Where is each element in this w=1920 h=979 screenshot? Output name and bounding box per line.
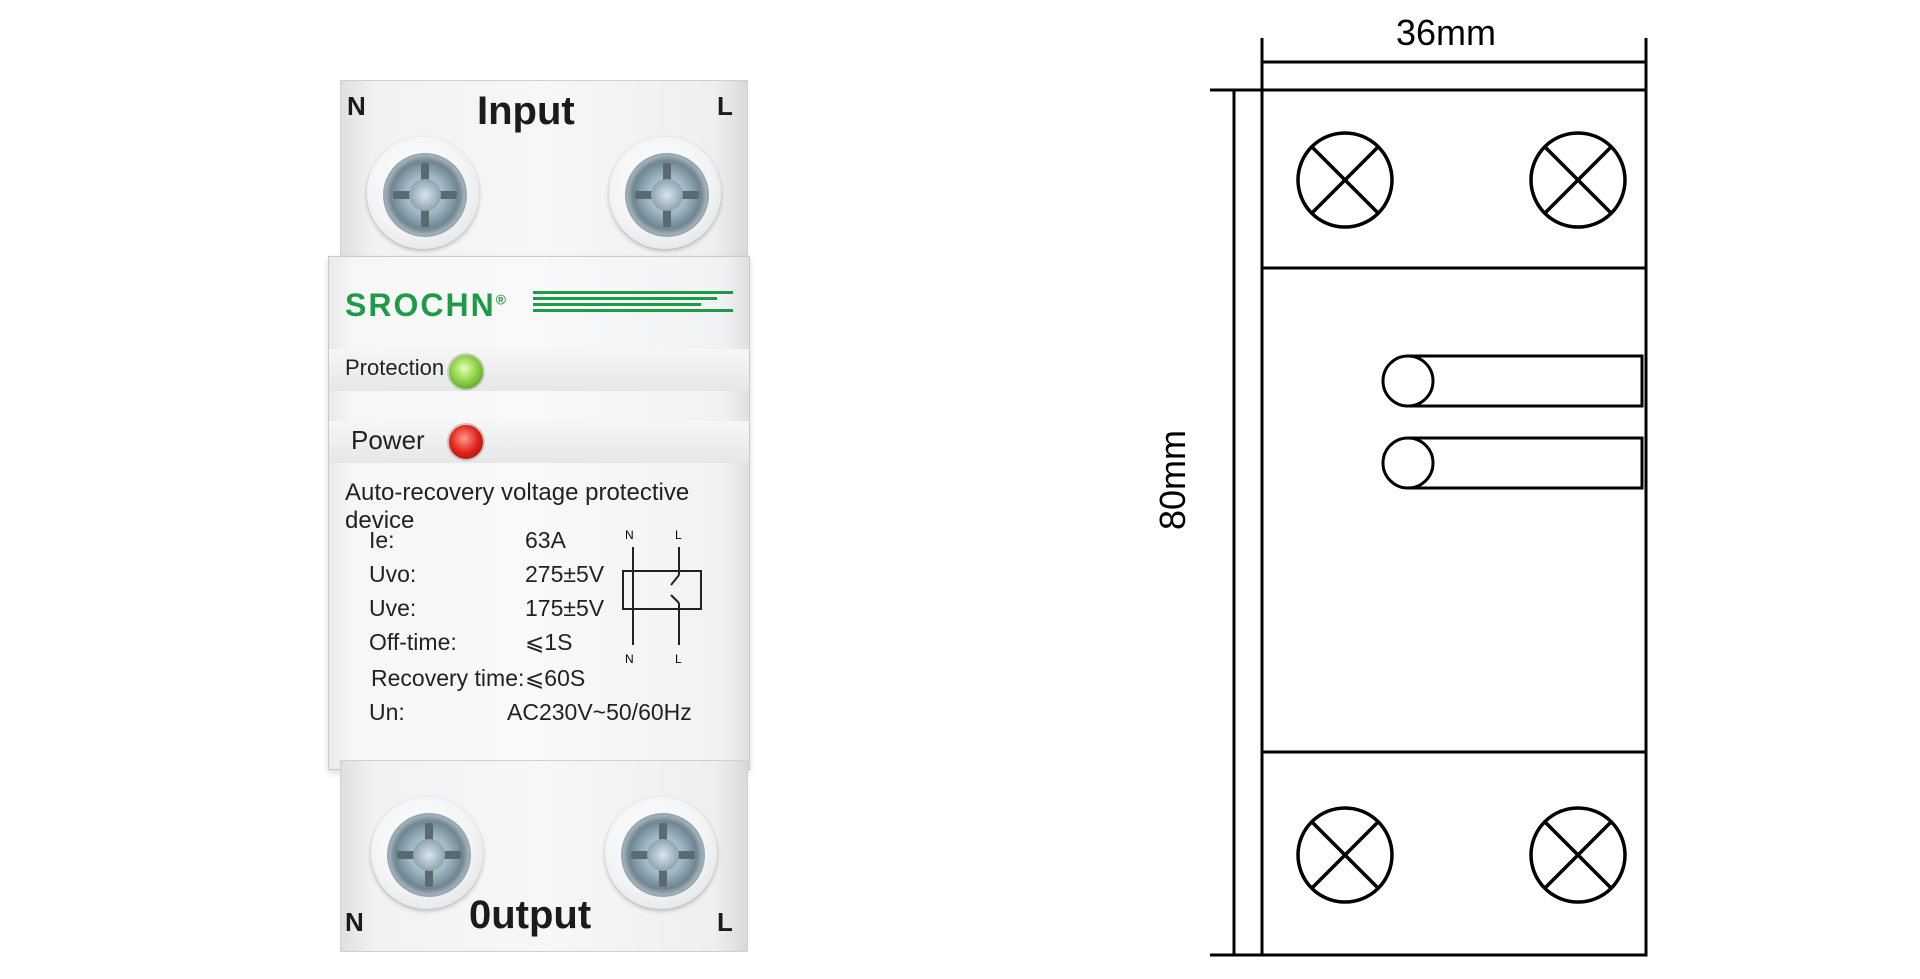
protection-label: Protection (345, 355, 445, 380)
brand-stripes (533, 291, 733, 321)
spec-label: Recovery time: (371, 665, 525, 691)
screw-icon (367, 137, 479, 249)
output-n-label: N (345, 907, 364, 937)
spec-label: Off-time: (369, 629, 457, 655)
screw-icon (371, 797, 483, 909)
brand-logo: SROCHN® (345, 287, 508, 324)
spec-label: Un: (369, 699, 405, 725)
terminal-cross-icon (1529, 131, 1627, 229)
registered-mark: ® (495, 291, 508, 308)
device-description: Auto-recovery voltage protective device (345, 479, 690, 534)
power-label: Power (351, 425, 425, 455)
spec-label: Ie: (369, 527, 395, 553)
spec-value: ⩽1S (525, 629, 573, 655)
input-label: Input (477, 89, 575, 133)
device-photo: N Input L SROCHN® Protection Power Auto-… (328, 80, 750, 952)
screw-icon (605, 797, 717, 909)
output-l-label: L (717, 907, 733, 937)
output-terminal-block: N 0utput L (340, 760, 748, 952)
terminal-cross-icon (1529, 806, 1627, 904)
front-panel: SROCHN® Protection Power Auto-recovery v… (328, 256, 750, 770)
symbol-l-top: L (675, 528, 682, 542)
spec-label: Uve: (369, 595, 417, 621)
spec-value: 63A (525, 527, 566, 553)
circuit-symbol: N L N L (622, 528, 702, 665)
width-dimension-label: 36mm (1396, 12, 1497, 53)
symbol-l-bottom: L (675, 652, 682, 665)
terminal-cross-icon (1296, 806, 1394, 904)
spec-label: Uvo: (369, 561, 417, 587)
led-outline-icon (1381, 436, 1435, 490)
brand-name: SROCHN (345, 287, 496, 323)
power-led-icon (447, 423, 485, 461)
dimension-drawing: 36mm 80mm (1152, 0, 1700, 974)
input-terminal-block: N Input L (340, 80, 748, 272)
symbol-n-top: N (625, 528, 634, 542)
screw-icon (609, 137, 721, 249)
terminal-cross-icon (1296, 131, 1394, 229)
output-label: 0utput (469, 893, 592, 937)
height-dimension-label: 80mm (1152, 429, 1193, 530)
spec-value: ⩽60S (525, 665, 586, 691)
panel-ridge (329, 349, 749, 391)
input-n-label: N (347, 91, 366, 121)
dimension-outline (1210, 38, 1648, 957)
panel-ridge (329, 421, 749, 463)
input-l-label: L (717, 91, 733, 121)
protection-led-icon (447, 353, 485, 391)
spec-value: 275±5V (525, 561, 605, 587)
symbol-n-bottom: N (625, 652, 634, 665)
spec-value: AC230V~50/60Hz (507, 699, 692, 725)
spec-value: 175±5V (525, 595, 605, 621)
led-outline-icon (1381, 354, 1435, 408)
